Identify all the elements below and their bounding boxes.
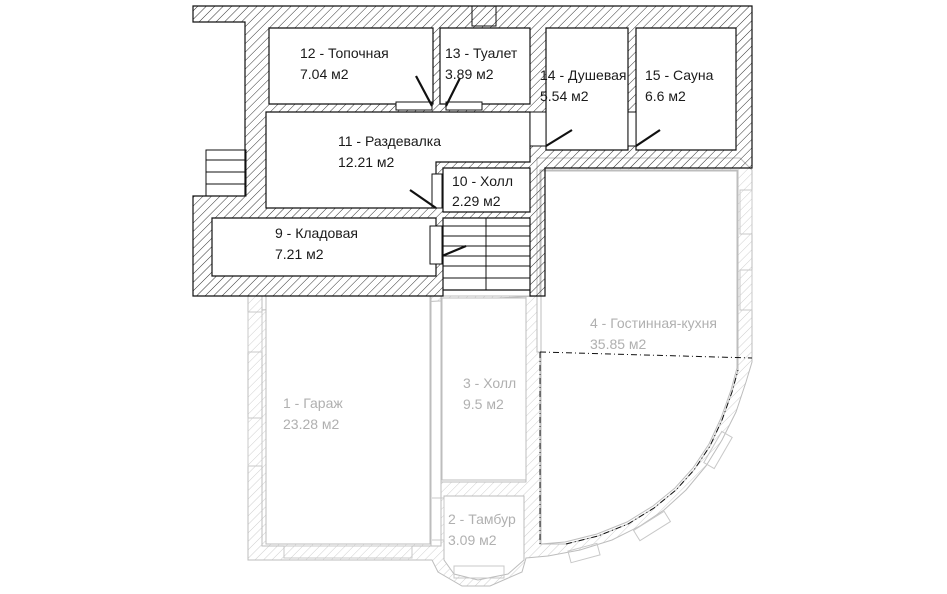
room-label-changing: 11 - Раздевалка — [338, 133, 441, 149]
room-area-boiler: 7.04 м2 — [300, 66, 349, 82]
room-label-hall-3: 3 - Холл — [463, 375, 516, 391]
room-labels: 12 - Топочная 7.04 м2 13 - Туалет 3.89 м… — [275, 45, 717, 548]
room-label-sauna: 15 - Сауна — [645, 67, 714, 83]
lower-floor — [247, 157, 753, 587]
room-area-sauna: 6.6 м2 — [645, 88, 686, 104]
basement-walls — [192, 5, 753, 297]
room-area-vestibule: 3.09 м2 — [448, 532, 497, 548]
room-area-hall-3: 9.5 м2 — [463, 396, 504, 412]
inner-stairs — [443, 211, 530, 290]
room-area-shower: 5.54 м2 — [540, 88, 589, 104]
room-label-vestibule: 2 - Тамбур — [448, 511, 516, 527]
vestibule-room — [443, 495, 525, 581]
room-label-storage: 9 - Кладовая — [275, 225, 358, 241]
room-area-garage: 23.28 м2 — [283, 416, 340, 432]
living-zone-outline-2 — [539, 352, 739, 545]
room-label-shower: 14 - Душевая — [540, 67, 626, 83]
room-label-garage: 1 - Гараж — [283, 395, 343, 411]
vestibule-door — [432, 497, 445, 541]
living-kitchen-room — [540, 170, 738, 545]
room-area-living-kitchen: 35.85 м2 — [590, 336, 647, 352]
room-area-changing: 12.21 м2 — [338, 154, 395, 170]
lower-windows — [247, 189, 753, 579]
room-label-living-kitchen: 4 - Гостинная-кухня — [590, 315, 717, 331]
room-label-boiler: 12 - Топочная — [300, 45, 389, 61]
garage-room — [265, 295, 431, 545]
hall-3-room — [441, 297, 527, 481]
room-label-hall-10: 10 - Холл — [452, 173, 513, 189]
basement-doors — [395, 75, 661, 265]
room-area-toilet: 3.89 м2 — [445, 66, 494, 82]
outside-steps — [205, 149, 247, 197]
vent-shaft — [471, 5, 497, 27]
room-area-hall-10: 2.29 м2 — [452, 193, 501, 209]
room-label-toilet: 13 - Туалет — [445, 45, 518, 61]
room-area-storage: 7.21 м2 — [275, 246, 324, 262]
basement-floor — [192, 5, 753, 297]
living-zone-outline — [539, 351, 753, 359]
